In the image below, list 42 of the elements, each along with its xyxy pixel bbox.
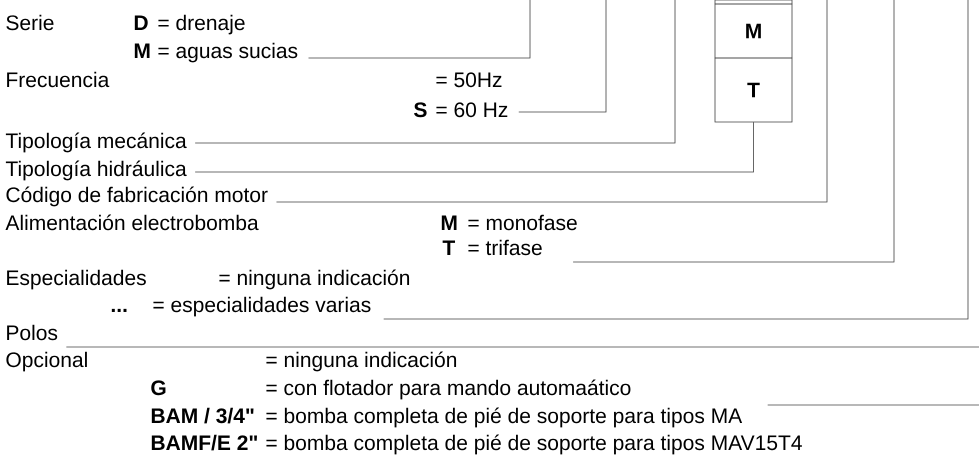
code-letter: BAM / 3/4" bbox=[152, 408, 254, 424]
code-box: T bbox=[714, 58, 792, 122]
field-text: Código de fabricación motor bbox=[6, 186, 268, 206]
code-letter: M bbox=[134, 44, 150, 58]
code-letter: BAMF/E 2" bbox=[152, 434, 257, 450]
code-meaning: = ninguna indicación bbox=[219, 270, 410, 290]
field-text: Tipología mecánica bbox=[6, 132, 187, 152]
field-name: Frecuencia bbox=[7, 72, 110, 88]
field-text: = especialidades varias bbox=[153, 296, 370, 316]
code-meaning: = drenaje bbox=[158, 14, 245, 34]
code-letter: D bbox=[134, 16, 148, 30]
leader-line bbox=[572, 0, 894, 262]
code-letter: S bbox=[414, 102, 427, 118]
code-letter: ... bbox=[112, 308, 126, 312]
code-meaning: = monofase bbox=[468, 214, 577, 230]
field-text: Tipología hidráulica bbox=[6, 160, 187, 180]
field-text: = bomba completa de pié de soporte para tipos MA bbox=[266, 408, 742, 428]
code-meaning: = 50Hz bbox=[436, 72, 502, 88]
leader-line bbox=[308, 0, 530, 58]
leader-line bbox=[194, 0, 676, 144]
field-text: = trifase bbox=[468, 240, 542, 256]
field-name: Alimentación electrobomba bbox=[5, 214, 259, 230]
field-text: Polos bbox=[7, 324, 58, 340]
code-meaning: = con flotador para mando automaático bbox=[266, 380, 630, 400]
field-text: = 60 Hz bbox=[436, 102, 508, 118]
leader-line bbox=[518, 0, 606, 112]
code-letter: M bbox=[442, 216, 456, 230]
leader-line bbox=[194, 122, 754, 172]
code-letter: T bbox=[442, 240, 456, 255]
field-name: Especialidades bbox=[7, 270, 146, 290]
code-box: M bbox=[714, 4, 792, 58]
leader-line bbox=[276, 0, 828, 202]
leader-line bbox=[767, 404, 979, 406]
code-letter: G bbox=[151, 380, 166, 396]
field-text: = aguas sucias bbox=[158, 42, 298, 62]
code-box bbox=[714, 0, 792, 4]
field-name: Serie bbox=[6, 14, 54, 30]
leader-line bbox=[383, 0, 968, 320]
code-meaning: = ninguna indicación bbox=[266, 352, 456, 372]
leader-line bbox=[66, 346, 979, 348]
field-name: Opcional bbox=[6, 352, 87, 372]
code-meaning: = bomba completa de pié de soporte para tipos MAV15T4 bbox=[266, 434, 802, 454]
